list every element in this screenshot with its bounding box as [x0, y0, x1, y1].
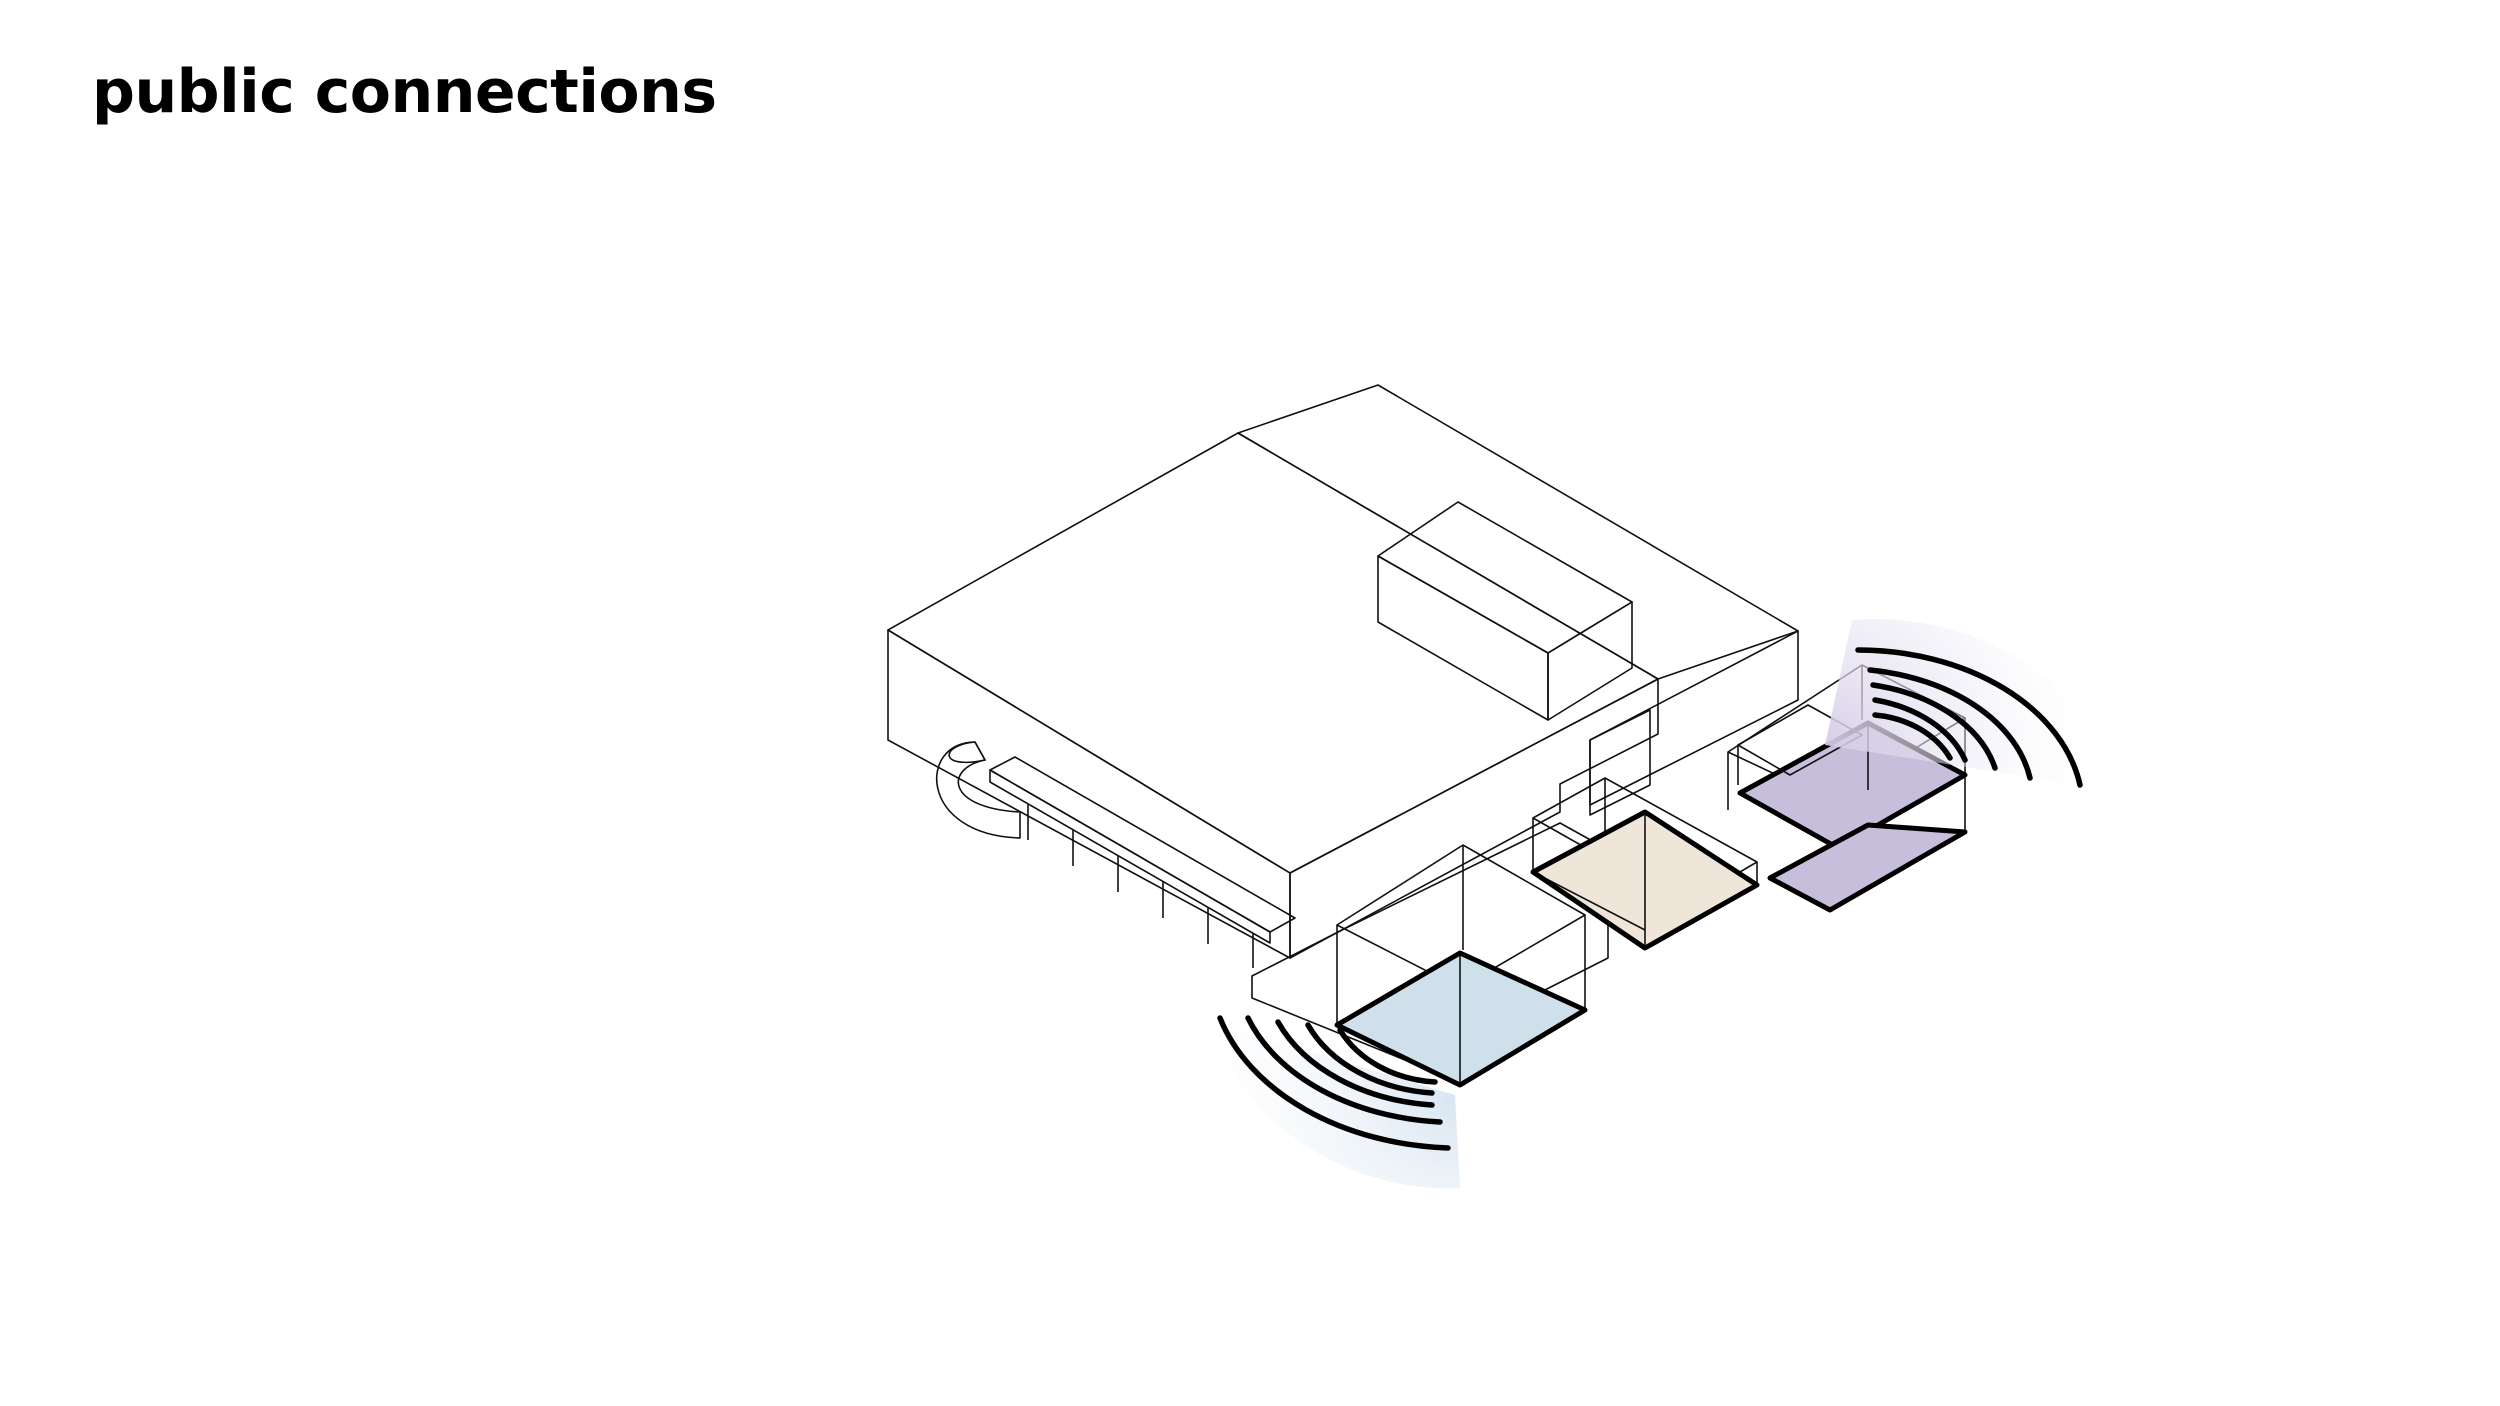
- signal-glow-left: [1205, 1020, 1460, 1189]
- program-space-beige: [1530, 777, 1760, 951]
- page-title: public connections: [92, 57, 717, 127]
- side-wing: [1589, 709, 1651, 816]
- rear-volume-roof: [1237, 384, 1799, 680]
- main-wall-right: [1289, 678, 1659, 959]
- round-entrance-top: [948, 741, 986, 764]
- canopy-columns: [1027, 804, 1254, 968]
- program-space-blue: [1334, 844, 1588, 1088]
- roof-block-left: [1377, 555, 1549, 721]
- roof-block-right: [1547, 601, 1633, 721]
- blue-space-floor: [1337, 953, 1585, 1085]
- round-entrance: [935, 741, 1021, 839]
- broadcast-signal-icon: [1205, 1015, 1460, 1189]
- ground-plaza: [1251, 822, 1651, 1063]
- canopy-edge: [989, 769, 1271, 944]
- purple-space-lower: [1770, 825, 1965, 910]
- main-roof: [887, 432, 1659, 874]
- building-mass: [887, 384, 1799, 968]
- broadcast-signal-icon: [1825, 619, 2125, 792]
